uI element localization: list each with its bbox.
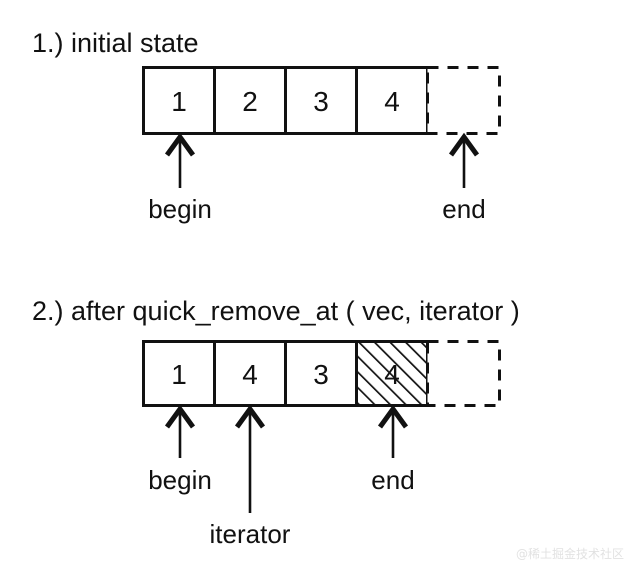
- array-cell-value: 1: [171, 359, 187, 390]
- pointer-begin: begin: [148, 132, 212, 224]
- step-1-title: 1.) initial state: [32, 28, 199, 58]
- pointer-label: end: [442, 194, 485, 224]
- pointer-end: end: [371, 404, 415, 495]
- pointer-label: begin: [148, 465, 212, 495]
- array-cell-past-end: [426, 340, 501, 407]
- pointer-label: end: [371, 465, 414, 495]
- watermark: @稀土掘金技术社区: [516, 546, 624, 561]
- pointer-end: end: [442, 132, 486, 224]
- array-cell-value: 3: [313, 359, 329, 390]
- array-cell-value: 4: [384, 359, 400, 390]
- step-2-array: 1 4 3 4: [142, 340, 501, 407]
- array-cell-past-end: [426, 66, 501, 135]
- pointer-label: iterator: [210, 519, 291, 549]
- step-2-title: 2.) after quick_remove_at ( vec, iterato…: [32, 296, 520, 326]
- array-cell: [213, 340, 287, 407]
- array-cell-value: 3: [313, 86, 329, 117]
- array-cell-value: 4: [384, 86, 400, 117]
- array-cell: [142, 66, 216, 135]
- arrow-head-icon: [164, 132, 196, 157]
- step-2-group: 2.) after quick_remove_at ( vec, iterato…: [32, 296, 520, 549]
- pointer-begin: begin: [148, 404, 212, 495]
- array-cell-value: 2: [242, 86, 258, 117]
- pointer-iterator: iterator: [210, 404, 291, 549]
- arrow-head-icon: [164, 404, 196, 429]
- array-cell-value: 1: [171, 86, 187, 117]
- arrow-head-icon: [377, 404, 409, 429]
- step-1-array: 1 2 3 4: [142, 66, 501, 135]
- step-1-group: 1.) initial state 1 2 3 4 begin: [32, 28, 501, 224]
- arrow-head-icon: [448, 132, 480, 157]
- pointer-label: begin: [148, 194, 212, 224]
- array-cell-value: 4: [242, 359, 258, 390]
- array-cell: [284, 66, 358, 135]
- array-cell: [213, 66, 287, 135]
- arrow-head-icon: [234, 404, 266, 429]
